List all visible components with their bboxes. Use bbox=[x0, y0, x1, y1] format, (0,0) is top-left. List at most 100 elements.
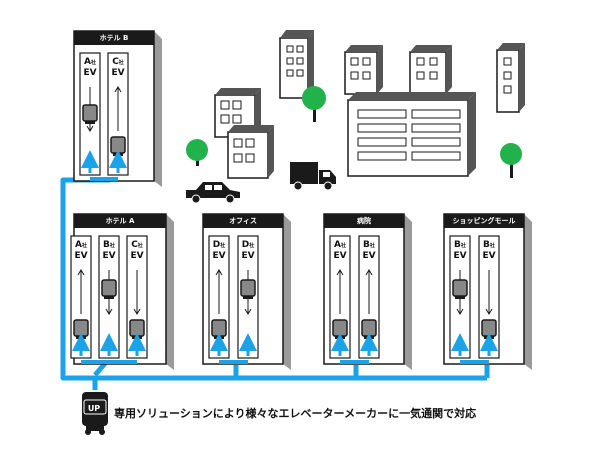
robot-in-elevator-icon bbox=[82, 104, 98, 122]
elevator-ev: EV bbox=[362, 251, 376, 261]
elevator-label: B社 EV bbox=[99, 240, 119, 261]
building-side bbox=[404, 214, 412, 370]
robot-base bbox=[335, 336, 345, 339]
truck-icon bbox=[290, 162, 336, 191]
elevator-maker-suffix: 社 bbox=[249, 243, 255, 249]
elevator-maker-suffix: 社 bbox=[369, 243, 375, 249]
elevator-label: B社 EV bbox=[479, 240, 499, 261]
robot-base bbox=[243, 296, 253, 299]
elevator-maker: A bbox=[75, 240, 82, 250]
elevator-label: A社 EV bbox=[71, 240, 91, 261]
arrow-up-icon bbox=[365, 269, 373, 276]
building bbox=[70, 213, 174, 370]
elevator-maker: C bbox=[131, 240, 138, 250]
elevator-maker-suffix: 社 bbox=[109, 243, 115, 249]
elevator-label: D社 EV bbox=[238, 240, 258, 261]
elevator-maker: D bbox=[241, 240, 250, 250]
elevator-maker: B bbox=[454, 240, 461, 250]
caption: 専用ソリューションにより様々なエレベーターメーカーに一気通関で対応 bbox=[114, 407, 477, 420]
wide-building-icon bbox=[347, 92, 476, 177]
building-name: ホテル B bbox=[99, 34, 129, 42]
elevator-maker-suffix: 社 bbox=[220, 243, 226, 249]
elevator-maker-suffix: 社 bbox=[340, 243, 346, 249]
building bbox=[443, 213, 532, 370]
buildings-layer bbox=[70, 30, 532, 370]
elevator-label: A社 EV bbox=[80, 57, 100, 78]
office-tower-icon bbox=[279, 30, 314, 99]
elevator-maker: A bbox=[334, 240, 341, 250]
robot-in-elevator-icon bbox=[101, 279, 117, 297]
robot-base bbox=[104, 296, 114, 299]
robot-base bbox=[76, 336, 86, 339]
arrow-down-icon bbox=[456, 308, 464, 315]
arrow-down-icon bbox=[105, 308, 113, 315]
robot-in-elevator-icon bbox=[452, 279, 468, 297]
building-name: ショッピングモール bbox=[452, 217, 516, 225]
elevator-ev: EV bbox=[111, 68, 125, 78]
tree-icon bbox=[186, 139, 208, 166]
robot-in-elevator-icon bbox=[73, 319, 89, 337]
building-name: 病院 bbox=[357, 217, 371, 225]
building-header bbox=[74, 31, 154, 45]
robot-in-elevator-icon bbox=[240, 279, 256, 297]
arrow-down-icon bbox=[485, 308, 493, 315]
building-side bbox=[166, 214, 174, 370]
city-scenery bbox=[186, 30, 525, 204]
robot-in-elevator-icon bbox=[361, 319, 377, 337]
elevator-ev: EV bbox=[130, 251, 144, 261]
arrow-down-icon bbox=[244, 308, 252, 315]
elevator-label: C社 EV bbox=[108, 57, 128, 78]
building-side bbox=[524, 214, 532, 370]
elevator-maker-suffix: 社 bbox=[81, 243, 87, 249]
building-header bbox=[203, 214, 283, 228]
building bbox=[202, 213, 291, 370]
elevator-maker-suffix: 社 bbox=[118, 60, 124, 66]
robot-in-elevator-icon bbox=[129, 319, 145, 337]
building-name: ホテル A bbox=[105, 217, 135, 225]
elevator-maker: C bbox=[112, 57, 119, 67]
elevator-ev: EV bbox=[241, 251, 255, 261]
robot-base bbox=[113, 153, 123, 156]
elevator-ev: EV bbox=[74, 251, 88, 261]
robot-base bbox=[85, 121, 95, 124]
robot-base bbox=[132, 336, 142, 339]
arrow-down-icon bbox=[133, 308, 141, 315]
robot-base bbox=[455, 296, 465, 299]
elevator-maker-suffix: 社 bbox=[489, 243, 495, 249]
building-name: オフィス bbox=[229, 217, 257, 225]
tree-icon bbox=[302, 86, 326, 122]
robot-in-elevator-icon bbox=[332, 319, 348, 337]
elevator-maker: A bbox=[84, 57, 91, 67]
elevator-maker: B bbox=[103, 240, 110, 250]
robot-in-elevator-icon bbox=[110, 136, 126, 154]
building bbox=[323, 213, 412, 370]
arrow-up-icon bbox=[77, 269, 85, 276]
robot-base bbox=[214, 336, 224, 339]
robot-label: UP bbox=[87, 404, 101, 413]
arrow-up-icon bbox=[336, 269, 344, 276]
elevator-ev: EV bbox=[83, 68, 97, 78]
elevator-maker-suffix: 社 bbox=[90, 60, 96, 66]
office-tower-icon bbox=[496, 43, 525, 113]
elevator-ev: EV bbox=[453, 251, 467, 261]
building-header bbox=[444, 214, 524, 228]
robot-in-elevator-icon bbox=[211, 319, 227, 337]
elevator-ev: EV bbox=[102, 251, 116, 261]
elevator-maker-suffix: 社 bbox=[460, 243, 466, 249]
robot-base bbox=[484, 336, 494, 339]
apartment-building-icon bbox=[344, 45, 383, 95]
arrow-down-icon bbox=[86, 125, 94, 132]
elevator-ev: EV bbox=[482, 251, 496, 261]
elevator-maker: B bbox=[483, 240, 490, 250]
building-side bbox=[283, 214, 291, 370]
building-side bbox=[154, 31, 162, 187]
building bbox=[73, 30, 162, 187]
delivery-robot-icon bbox=[82, 392, 108, 435]
apartment-building-icon bbox=[409, 45, 452, 95]
robot-base bbox=[364, 336, 374, 339]
